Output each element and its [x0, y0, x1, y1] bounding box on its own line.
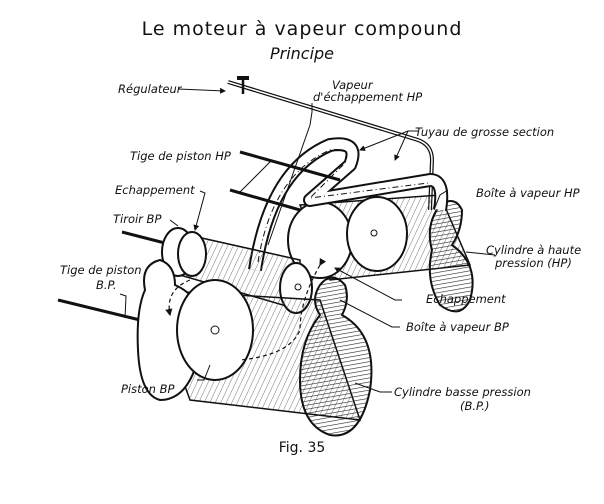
label-tige-piston-hp: Tige de piston HP — [130, 149, 231, 163]
label-tige-piston-bp-line1: Tige de piston — [60, 263, 142, 277]
hp-steam-chest — [428, 200, 474, 313]
bp-cylinder — [136, 258, 373, 437]
label-regulateur: Régulateur — [118, 82, 182, 96]
label-cylindre-bp-line2: (B.P.) — [460, 399, 490, 413]
label-boite-vapeur-bp: Boîte à vapeur BP — [406, 320, 509, 334]
label-cylindre-bp-line1: Cylindre basse pression — [394, 385, 531, 399]
regulator-pipe — [227, 76, 435, 211]
diagram-subtitle: Principe — [269, 44, 335, 63]
leader-lines — [119, 87, 496, 393]
label-tiroir-bp: Tiroir BP — [113, 212, 162, 226]
label-vapeur-echappement-hp-line2: d'échappement HP — [313, 90, 423, 104]
diagram-title: Le moteur à vapeur compound — [141, 18, 463, 40]
label-tuyau-grosse-section: Tuyau de grosse section — [415, 125, 555, 139]
label-boite-vapeur-hp: Boîte à vapeur HP — [476, 186, 580, 200]
label-echappement-mid: Echappement — [426, 292, 506, 306]
label-echappement-top: Echappement — [115, 183, 195, 197]
bp-slide-valve — [161, 227, 313, 314]
bp-steam-chest — [298, 276, 373, 437]
label-cylindre-hp-line1: Cylindre à haute — [486, 243, 582, 257]
label-cylindre-hp-line2: pression (HP) — [495, 256, 572, 270]
label-tige-piston-bp-line2: B.P. — [96, 278, 117, 292]
label-vapeur-echappement-hp-line1: Vapeur — [332, 78, 373, 92]
figure-caption: Fig. 35 — [278, 440, 326, 456]
label-piston-bp: Piston BP — [121, 382, 175, 396]
hp-cylinder — [287, 194, 474, 313]
